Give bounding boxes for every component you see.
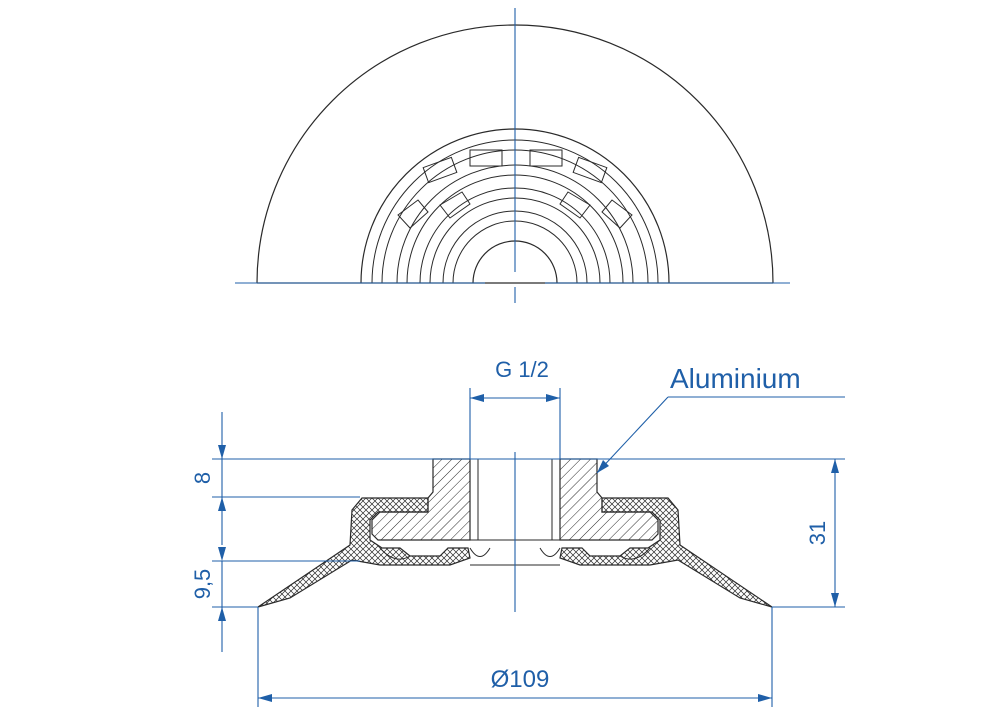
section-view bbox=[257, 452, 773, 612]
top-view bbox=[235, 8, 790, 303]
dim-diameter: Ø109 bbox=[491, 666, 550, 693]
thread-label: G 1/2 bbox=[495, 357, 549, 382]
rubber-body-right bbox=[559, 497, 773, 608]
dimensions: G 1/2 Aluminium 8 9,5 31 Ø109 bbox=[190, 357, 845, 707]
dim-height-lower: 9,5 bbox=[190, 569, 215, 600]
aluminium-insert-left bbox=[371, 458, 471, 541]
dim-height-top: 8 bbox=[190, 472, 215, 484]
material-label: Aluminium bbox=[670, 363, 801, 394]
aluminium-insert-right bbox=[559, 458, 659, 541]
rubber-body-left bbox=[257, 497, 471, 608]
dim-total-height: 31 bbox=[805, 521, 830, 545]
